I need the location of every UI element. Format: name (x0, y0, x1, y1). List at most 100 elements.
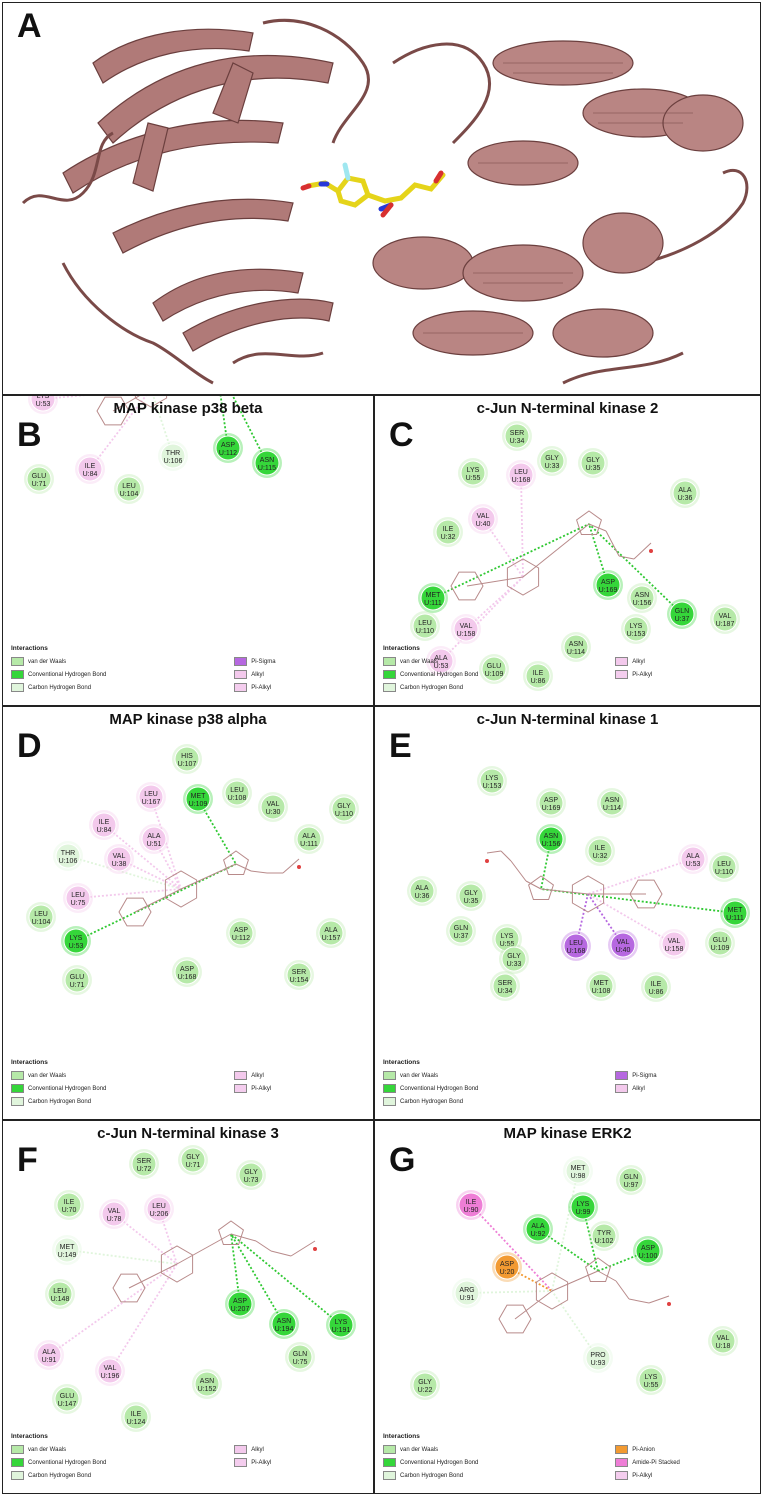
legend-label: van der Waals (400, 1072, 439, 1079)
interaction-line (109, 1263, 178, 1372)
legend-label: Pi-Alkyl (251, 1459, 272, 1466)
panel-b: ALAU:51LEUU:108VALU:30ALAU:111GLYU:110ME… (2, 395, 374, 706)
legend-item: van der Waals (383, 657, 438, 666)
residue-disc (565, 1158, 591, 1184)
panel-label-d: D (17, 727, 42, 765)
residue-name: SER (137, 1158, 151, 1165)
residue-disc (504, 423, 530, 449)
residue-disc (328, 1312, 354, 1338)
legend-title: Interactions (383, 645, 420, 652)
legend-swatch (383, 1471, 396, 1480)
residue-name: ILE (651, 981, 662, 988)
legend-label: van der Waals (28, 1446, 67, 1453)
morpholine-ring (112, 1273, 146, 1303)
legend-item: Alkyl (234, 670, 264, 679)
residue-disc (318, 920, 344, 946)
residue-number: U:107 (178, 761, 197, 768)
residue-disc (331, 796, 357, 822)
residue-number: U:158 (665, 946, 684, 953)
residue-number: U:86 (649, 989, 664, 996)
legend-item: Pi-Alkyl (234, 683, 271, 692)
residue-name: ILE (85, 463, 96, 470)
legend-swatch (11, 1084, 24, 1093)
residue-number: U:187 (716, 621, 735, 628)
residue-disc (680, 846, 706, 872)
legend-swatch (615, 1458, 629, 1467)
residue-disc (458, 883, 484, 909)
legend-label: Pi-Alkyl (632, 1472, 653, 1479)
legend-label: van der Waals (400, 658, 439, 665)
residue-number: U:32 (593, 853, 608, 860)
ligand-sticks (300, 162, 446, 218)
legend-label: Conventional Hydrogen Bond (400, 671, 479, 678)
legend-title: Interactions (11, 1059, 48, 1066)
panel-title: c-Jun N-terminal kinase 2 (476, 400, 659, 417)
residue-name: SER (498, 980, 512, 987)
residue-number: U:191 (332, 1327, 351, 1334)
residue-disc (428, 648, 454, 674)
residue-number: U:18 (716, 1343, 731, 1350)
morpholine-ring (450, 571, 484, 601)
residue-disc (26, 466, 52, 492)
residue-name: LEU (717, 861, 731, 868)
legend-swatch (383, 1445, 396, 1454)
legend-item: van der Waals (11, 657, 66, 666)
residue-disc (91, 812, 117, 838)
residue-number: U:111 (424, 600, 442, 607)
residue-name: LYS (501, 933, 514, 940)
residue-number: U:71 (32, 481, 47, 488)
legend-item: Conventional Hydrogen Bond (383, 670, 478, 679)
residue-name: ASP (641, 1245, 655, 1252)
residue-name: GLU (70, 974, 84, 981)
residue-disc (227, 1291, 253, 1317)
legend-swatch (234, 1071, 248, 1080)
residue-disc (180, 1147, 206, 1173)
residue-number: U:106 (59, 858, 78, 865)
legend-swatch (234, 1084, 248, 1093)
legend-item: Pi-Alkyl (234, 1084, 271, 1093)
residue-number: U:32 (441, 534, 456, 541)
residue-number: U:99 (576, 1209, 591, 1216)
legend-swatch (11, 670, 24, 679)
residue-disc (585, 1345, 611, 1371)
residue-number: U:169 (542, 805, 561, 812)
morpholine-ring (498, 1304, 532, 1334)
legend-label: Pi-Alkyl (632, 671, 653, 678)
residue-name: PRO (590, 1352, 606, 1359)
residue-number: U:104 (32, 919, 51, 926)
legend-item: Pi-Sigma (615, 1071, 657, 1080)
interaction-line (551, 1170, 579, 1292)
benzene-ring (571, 875, 605, 913)
residue-disc (453, 616, 479, 642)
residue-number: U:156 (633, 600, 652, 607)
residue-disc (707, 930, 733, 956)
residue-name: GLY (545, 455, 559, 462)
residue-disc (286, 962, 312, 988)
legend-item: Carbon Hydrogen Bond (383, 1097, 463, 1106)
residue-number: U:33 (545, 463, 560, 470)
residue-name: LYS (486, 775, 499, 782)
interaction-diagram-c: SERU:34LYSU:55GLYU:33GLYU:35ALAU:36LEUU:… (410, 421, 740, 691)
residue-disc (116, 476, 142, 502)
